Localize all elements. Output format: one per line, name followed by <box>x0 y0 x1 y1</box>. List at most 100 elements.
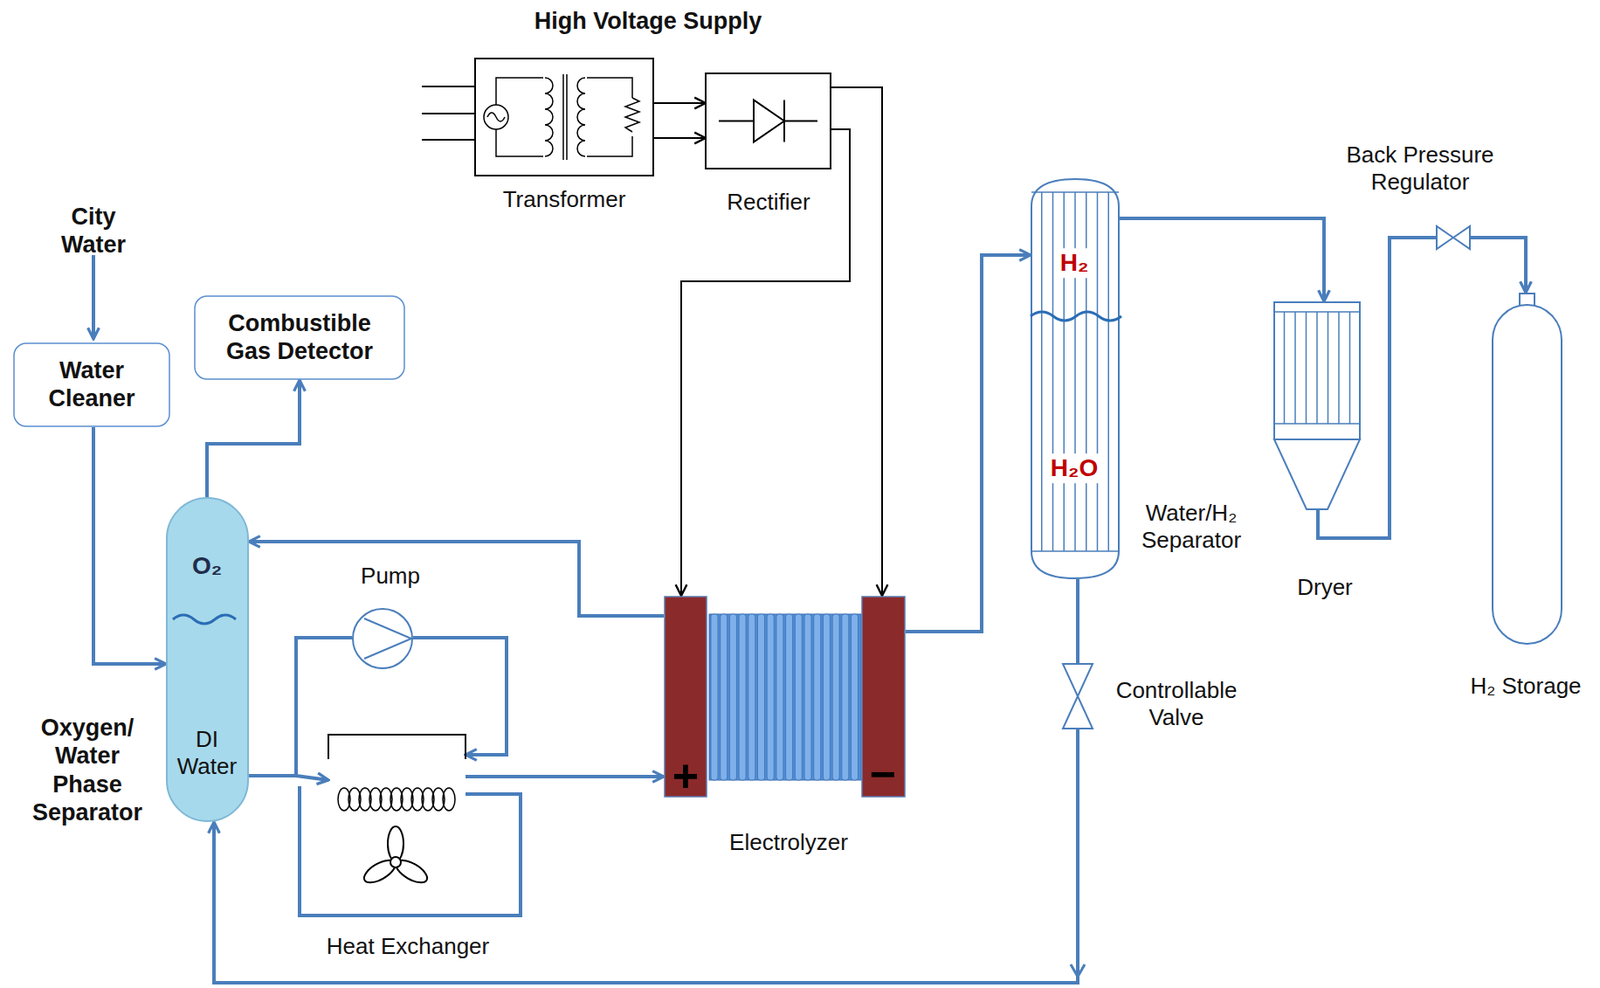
shape-stroke <box>783 100 786 143</box>
tank-neck <box>1519 293 1535 306</box>
dryer: Dryer <box>1273 301 1361 511</box>
pipe-connector <box>465 774 664 779</box>
pipe-connector <box>1470 237 1526 293</box>
shape-stroke <box>1274 422 1360 425</box>
cell-plate <box>832 613 840 780</box>
dryer-outline <box>1274 302 1360 440</box>
cell-plate <box>710 613 718 780</box>
heat-exchanger: Heat Exchanger <box>328 734 466 818</box>
city-water-pipe <box>91 255 96 339</box>
label-text: Water Cleaner <box>26 356 158 414</box>
label-text: O₂ <box>192 551 222 581</box>
dryer-shape <box>1273 301 1361 511</box>
pipe-connector <box>1075 579 1080 663</box>
valve-symbol <box>1436 226 1470 249</box>
pipe-connector <box>93 427 166 664</box>
coil <box>577 77 586 157</box>
cell-plate <box>738 613 746 780</box>
cell-plate <box>786 613 794 780</box>
wire-connector <box>653 137 706 139</box>
label-text: Dryer <box>1296 573 1353 601</box>
pipe-connector <box>206 379 300 497</box>
label-text: Combustible Gas Detector <box>210 309 390 366</box>
gas-separator: H₂H₂OWater/H₂ Separator <box>1030 178 1120 580</box>
cell-plate <box>729 613 737 780</box>
cell-plate <box>758 613 766 780</box>
label-text: H₂ <box>1057 248 1092 278</box>
shape-stroke <box>1316 311 1318 424</box>
wire-connector <box>681 129 850 596</box>
water-level <box>1030 311 1122 321</box>
vessel-outline <box>166 497 249 821</box>
polarity-sign: − <box>869 751 897 797</box>
wire-connector <box>653 102 706 104</box>
regulator-valve-shape <box>1435 225 1471 250</box>
label-text: Oxygen/ Water Phase Separator <box>17 713 158 828</box>
polarity-sign: + <box>672 752 699 799</box>
process-box-shape <box>193 295 406 380</box>
group-heading: High Voltage Supply <box>534 6 763 35</box>
pipe-connector <box>1119 218 1325 302</box>
cell-plate <box>804 613 812 780</box>
label-text: DI Water <box>172 725 242 780</box>
label-text: H₂ Storage <box>1469 672 1581 700</box>
shape-stroke <box>562 74 565 160</box>
cell-stack <box>709 613 862 780</box>
control-valve: Controllable Valve <box>1062 662 1094 730</box>
storage-tank: H₂ Storage <box>1491 292 1563 645</box>
rectifier-shape <box>705 73 831 169</box>
tube <box>1041 192 1043 552</box>
separator-outline <box>1031 179 1119 579</box>
cell-plate <box>813 613 821 780</box>
tube <box>1085 192 1088 552</box>
phase-separator: Oxygen/ Water Phase SeparatorO₂DI Water <box>165 496 249 822</box>
cell-plate <box>794 613 802 780</box>
label-text: Heat Exchanger <box>326 932 490 960</box>
cell-plate <box>748 613 756 780</box>
cell-plate <box>766 613 774 780</box>
rectifier: Rectifier <box>705 73 831 169</box>
fan-symbol <box>360 826 431 887</box>
shape-stroke <box>1337 311 1340 424</box>
process-box: Combustible Gas Detector <box>193 295 406 380</box>
resistor-symbol <box>625 97 640 132</box>
process-box: Water Cleaner <box>13 342 171 428</box>
shape-stroke <box>487 112 505 122</box>
pipe-connector <box>413 637 507 755</box>
box-outline <box>194 296 405 380</box>
transformer: Transformer <box>475 58 654 176</box>
pipe-connector <box>248 637 352 776</box>
control-valve-shape <box>1062 662 1094 730</box>
shape-stroke <box>1305 311 1308 424</box>
shape-stroke <box>1294 311 1297 424</box>
shape-stroke <box>1349 311 1352 424</box>
pump-symbol <box>352 608 413 669</box>
box-outline <box>13 343 170 427</box>
pipe-connector <box>905 255 1031 632</box>
tube <box>1108 192 1111 552</box>
shape-stroke <box>1283 311 1286 424</box>
shape-stroke <box>483 104 509 130</box>
cell-plate <box>776 613 784 780</box>
label-text: Pump <box>360 562 421 590</box>
supply-input-wires <box>421 86 476 140</box>
tube <box>1063 192 1066 552</box>
label-text: H₂O <box>1048 453 1101 483</box>
pump-shape <box>351 607 414 669</box>
pipe-connector <box>213 729 1078 983</box>
heat-exchanger-bypass <box>299 786 521 916</box>
label-text: Back Pressure Regulator <box>1335 141 1506 196</box>
cell-plate <box>720 613 728 780</box>
process-box-shape <box>13 342 171 428</box>
rectifier-symbol <box>705 73 831 169</box>
transformer-symbol <box>475 58 654 176</box>
shape-stroke <box>364 618 412 659</box>
tube <box>1074 192 1076 552</box>
end-plate <box>862 596 905 797</box>
cell-plate <box>851 613 859 780</box>
gas-separator-shape <box>1030 178 1120 580</box>
tube <box>1052 192 1055 552</box>
water-level <box>172 614 236 624</box>
electrolyzer-shape <box>663 595 906 798</box>
label-text: Rectifier <box>726 188 810 216</box>
